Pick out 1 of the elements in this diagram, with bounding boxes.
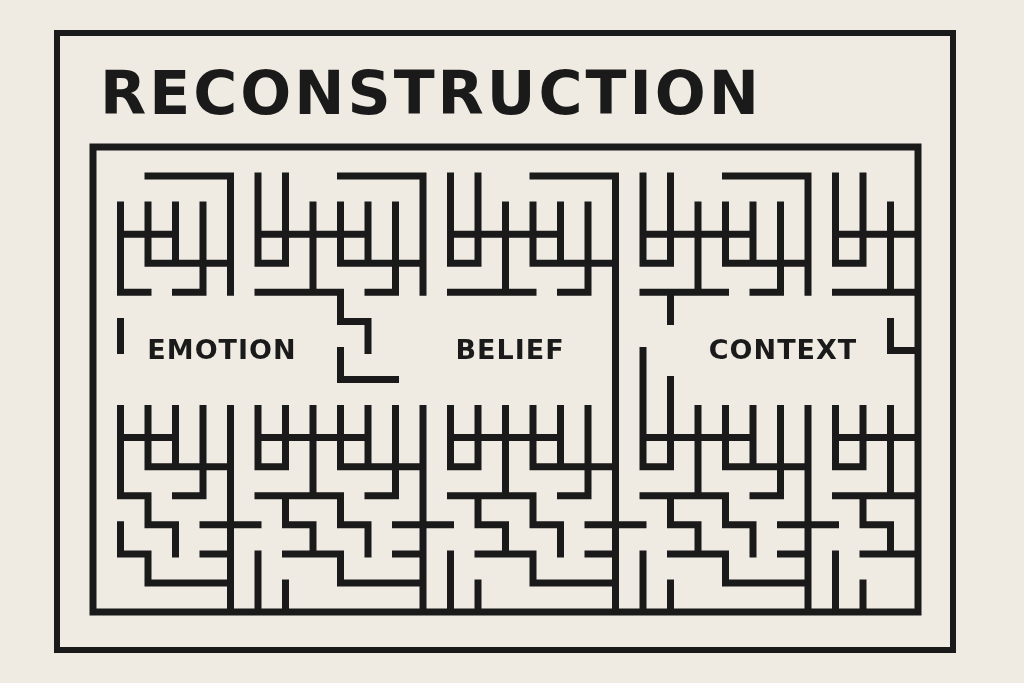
title: RECONSTRUCTION	[100, 58, 762, 128]
